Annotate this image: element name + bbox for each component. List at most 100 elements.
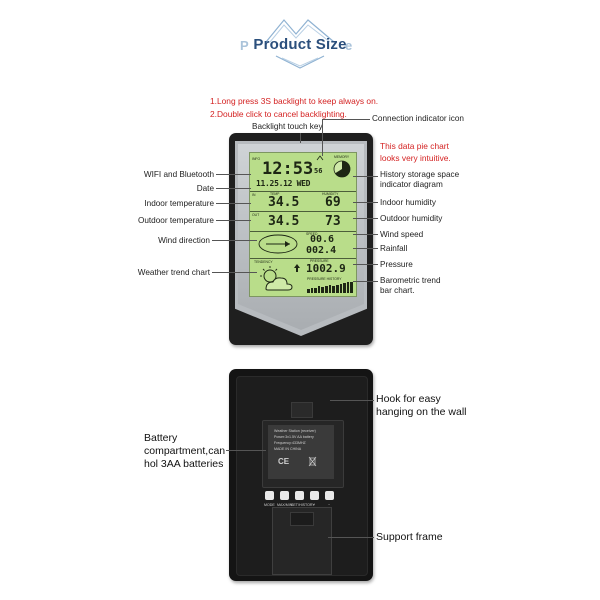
wind-direction-compass-icon bbox=[258, 234, 298, 254]
mode-button[interactable] bbox=[265, 491, 274, 500]
lcd-temp-label: TEMP bbox=[270, 192, 280, 196]
label-backlight-touch-key: Backlight touch key bbox=[252, 122, 323, 131]
label-pressure: Pressure bbox=[380, 260, 413, 269]
label-hook-1: Hook for easy bbox=[376, 393, 441, 405]
label-battery: Battery compartment,can hol 3AA batterie… bbox=[144, 432, 225, 471]
lcd-info-label: INFO bbox=[252, 157, 261, 161]
sticker-line-1: Weather Station (receiver) bbox=[274, 429, 316, 433]
pie-chart-note-2: looks very intuitive. bbox=[380, 153, 451, 163]
lcd-speed-label: SPEED bbox=[306, 232, 318, 236]
barometric-bar bbox=[335, 284, 339, 293]
barometric-bar bbox=[314, 288, 317, 293]
weather-trend-sun-cloud-icon bbox=[260, 266, 293, 291]
trend-up-arrow-icon bbox=[294, 264, 300, 272]
lcd-time-row: INFO 12:53 56 11.25.12 WED MEMORY bbox=[250, 153, 356, 192]
label-battery-1: Battery bbox=[144, 432, 178, 444]
label-history-storage: History storage space indicator diagram bbox=[380, 170, 459, 190]
label-date: Date bbox=[196, 184, 214, 193]
label-hook-2: hanging on the wall bbox=[376, 406, 467, 418]
lcd-pressure-row: TENDENCY PRESSURE 1002.9 PRESSURE HISTOR… bbox=[250, 258, 356, 296]
pie-chart-note-1: This data pie chart bbox=[380, 141, 449, 151]
label-support-frame: Support frame bbox=[376, 531, 443, 543]
minus-button-label: − bbox=[328, 503, 331, 507]
label-wifi-bluetooth: WIFI and Bluetooth bbox=[143, 170, 214, 179]
support-frame[interactable] bbox=[272, 507, 332, 575]
lcd-humidity-label: HUMIDITY bbox=[322, 192, 339, 196]
lcd-indoor-humidity: 69 bbox=[325, 195, 341, 210]
mode-button-label: MODE bbox=[264, 503, 275, 507]
label-wind-direction: Wind direction bbox=[158, 236, 210, 245]
barometric-bar bbox=[339, 284, 343, 293]
lcd-out-label: OUT bbox=[252, 213, 260, 217]
backlight-note-1: 1.Long press 3S backlight to keep always… bbox=[210, 96, 379, 106]
lcd-outdoor-row: OUT 34.5 73 bbox=[250, 211, 356, 232]
lcd-in-label: IN bbox=[252, 193, 256, 197]
plus-button[interactable] bbox=[310, 491, 319, 500]
label-outdoor-temperature: Outdoor temperature bbox=[137, 216, 214, 225]
label-barometric-1: Barometric trend bbox=[380, 276, 441, 285]
mountain-logo-icon bbox=[265, 19, 335, 69]
label-indoor-temperature: Indoor temperature bbox=[144, 199, 214, 208]
lcd-tendency-label: TENDENCY bbox=[254, 260, 273, 264]
lcd-seconds: 56 bbox=[314, 167, 323, 175]
lcd-pressure-history-label: PRESSURE HISTORY bbox=[307, 277, 342, 281]
lcd-date: 11.25.12 WED bbox=[256, 179, 311, 188]
label-barometric-trend: Barometric trend bar chart. bbox=[380, 276, 441, 296]
label-history-storage-1: History storage space bbox=[380, 170, 460, 179]
ce-mark: CE bbox=[278, 457, 290, 466]
sticker-line-4: MADE IN CHINA bbox=[274, 447, 302, 451]
recycle-bin-crossed-icon bbox=[308, 456, 317, 467]
label-barometric-2: bar chart. bbox=[380, 286, 415, 295]
lcd-wind-speed: 00.6 bbox=[310, 234, 335, 245]
barometric-bar bbox=[325, 285, 328, 293]
title-ghost-left: P bbox=[240, 38, 249, 53]
lcd-pressure: 1002.9 bbox=[306, 262, 346, 275]
label-weather-trend-chart: Weather trend chart bbox=[137, 268, 210, 277]
set-history-button[interactable] bbox=[295, 491, 304, 500]
title-ghost-right: e bbox=[345, 38, 353, 53]
lcd-memory-label: MEMORY bbox=[334, 155, 350, 159]
label-hook: Hook for easy hanging on the wall bbox=[376, 393, 467, 419]
backlight-note-2: 2.Double click to cancel backlighting. bbox=[210, 109, 347, 119]
barometric-bar bbox=[307, 288, 310, 293]
lcd-outdoor-temp: 34.5 bbox=[268, 214, 300, 229]
lcd-time: 12:53 bbox=[262, 159, 314, 179]
label-battery-2: compartment,can bbox=[144, 445, 226, 457]
lcd-rainfall: 002.4 bbox=[306, 245, 337, 256]
support-frame-grip bbox=[290, 512, 314, 526]
label-indoor-humidity: Indoor humidity bbox=[380, 198, 436, 207]
sticker-line-3: Frequency:433MHZ bbox=[274, 441, 306, 445]
lcd-indoor-row: IN TEMP HUMIDITY 34.5 69 bbox=[250, 191, 356, 212]
lcd-indoor-temp: 34.5 bbox=[268, 195, 300, 210]
label-outdoor-humidity: Outdoor humidity bbox=[380, 214, 443, 223]
max-min-button-label: MAX/MIN bbox=[277, 503, 293, 507]
label-battery-3: hol 3AA batteries bbox=[144, 458, 224, 470]
barometric-bar bbox=[328, 285, 332, 293]
label-connection-indicator: Connection indicator icon bbox=[372, 114, 464, 123]
lcd-display: INFO 12:53 56 11.25.12 WED MEMORY IN TEM… bbox=[249, 152, 357, 297]
lcd-outdoor-humidity: 73 bbox=[325, 214, 341, 229]
barometric-bar bbox=[332, 285, 335, 293]
barometric-bar bbox=[321, 287, 325, 293]
product-sticker: Weather Station (receiver) Power:3x1.5V … bbox=[268, 425, 334, 479]
lcd-pressure-label: PRESSURE bbox=[310, 259, 329, 263]
lcd-wind-row: SPEED 00.6 002.4 bbox=[250, 231, 356, 259]
label-rainfall: Rainfall bbox=[380, 244, 408, 253]
label-wind-speed: Wind speed bbox=[380, 230, 424, 239]
max-min-button[interactable] bbox=[280, 491, 289, 500]
page-title: Product Size bbox=[253, 36, 347, 53]
set-history-button-label: SET/HISTORY bbox=[291, 503, 315, 507]
barometric-bar bbox=[346, 282, 350, 293]
label-history-storage-2: indicator diagram bbox=[380, 180, 443, 189]
connection-indicator-icon bbox=[316, 155, 324, 161]
memory-pie-chart-icon bbox=[333, 160, 351, 178]
wall-hook bbox=[291, 402, 313, 418]
sticker-line-2: Power:3x1.5V AA battery bbox=[274, 435, 314, 439]
barometric-bar-chart bbox=[307, 281, 353, 293]
barometric-bar bbox=[343, 283, 346, 293]
plus-button-label: + bbox=[313, 503, 316, 507]
barometric-bar bbox=[310, 287, 314, 293]
minus-button[interactable] bbox=[325, 491, 334, 500]
barometric-bar bbox=[350, 281, 353, 293]
barometric-bar bbox=[317, 286, 321, 293]
